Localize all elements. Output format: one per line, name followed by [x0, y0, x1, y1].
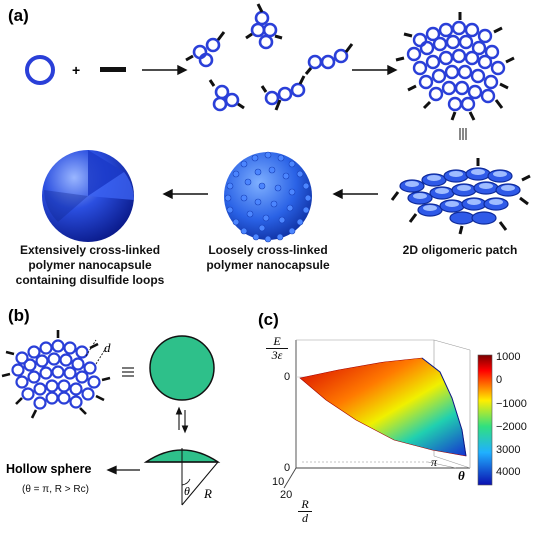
arrow-right-2: [352, 64, 398, 76]
plus-sign: +: [72, 62, 81, 78]
caption-patch: 2D oligomeric patch: [402, 243, 518, 257]
monomer-ring: [25, 55, 55, 85]
network-2d-b-linkers: [1, 330, 111, 419]
panel-b-label: (b): [8, 306, 30, 325]
colorbar-tick-4000: 4000: [496, 466, 521, 478]
r-tick-20: 20: [280, 489, 293, 501]
caption-extensive-line1: Extensively cross-linked: [19, 243, 161, 257]
caption-extensive-line2: polymer nanocapsule: [28, 258, 152, 272]
z-axis-label: E 3ε: [266, 335, 288, 362]
caption-extensive-line3: containing disulfide loops: [15, 273, 165, 287]
d-label: d: [104, 340, 111, 355]
caption-loose-line1: Loosely cross-linked: [208, 243, 328, 257]
colorbar-tick-0: 0: [496, 374, 503, 386]
oligomer-linkers: [185, 3, 354, 111]
theta-pi-tick: π: [431, 455, 438, 469]
colorbar-tick-1000: 1000: [496, 351, 521, 363]
arrow-right-1: [142, 64, 188, 76]
hollow-sphere-condition: (θ = π, R > Rc): [22, 484, 89, 495]
theta-axis-label: θ: [458, 468, 465, 483]
r-axis-denominator: d: [302, 511, 308, 525]
colorbar-tick-3000: 3000: [496, 444, 521, 456]
R-label-b: R: [204, 486, 212, 501]
network-2d-b: [11, 339, 101, 410]
panel-a-label: (a): [8, 6, 29, 25]
plot-3d-axes: [283, 339, 471, 489]
colorbar: [477, 354, 493, 486]
patch-3d: [390, 158, 531, 235]
crosslinker-dash: [100, 67, 126, 72]
colorbar-tick-m2000: −2000: [496, 421, 527, 433]
loose-nanocapsule: [224, 151, 312, 243]
arrow-left-1: [332, 188, 378, 200]
d-dimension-marker: [85, 339, 107, 365]
caption-loose-line2: polymer nanocapsule: [206, 258, 330, 272]
caption-extensive: Extensively cross-linked polymer nanocap…: [2, 243, 178, 288]
arrow-left-2: [162, 188, 208, 200]
r-axis-label: R d: [298, 498, 312, 525]
caption-loose: Loosely cross-linked polymer nanocapsule: [184, 243, 352, 273]
energy-surface: [299, 357, 467, 457]
equivalence-mark-b: [122, 367, 134, 377]
theta-label-b: θ: [184, 484, 190, 498]
z-axis-numerator: E: [266, 335, 288, 349]
spherical-cap: [143, 448, 221, 506]
panel-c-label: (c): [258, 310, 279, 329]
network-2d-top-linkers: [395, 12, 515, 121]
theta-pi-guide: [300, 461, 457, 469]
colorbar-tick-m1000: −1000: [496, 398, 527, 410]
green-disk: [149, 335, 215, 401]
r-axis-numerator: R: [298, 498, 312, 512]
reversible-arrows: [175, 406, 189, 434]
z-tick-top: 0: [284, 371, 291, 383]
arrow-left-b: [106, 465, 140, 475]
network-2d-top: [406, 20, 506, 112]
equivalence-mark-a: [459, 128, 467, 140]
energy-surface-edge: [421, 357, 467, 457]
r-tick-10: 10: [272, 476, 285, 488]
extensive-nanocapsule: [42, 150, 134, 242]
hollow-sphere-label: Hollow sphere: [6, 462, 92, 476]
oligomers: [192, 10, 349, 112]
z-tick-bottom: 0: [284, 462, 291, 474]
z-axis-denominator: 3ε: [271, 348, 283, 362]
